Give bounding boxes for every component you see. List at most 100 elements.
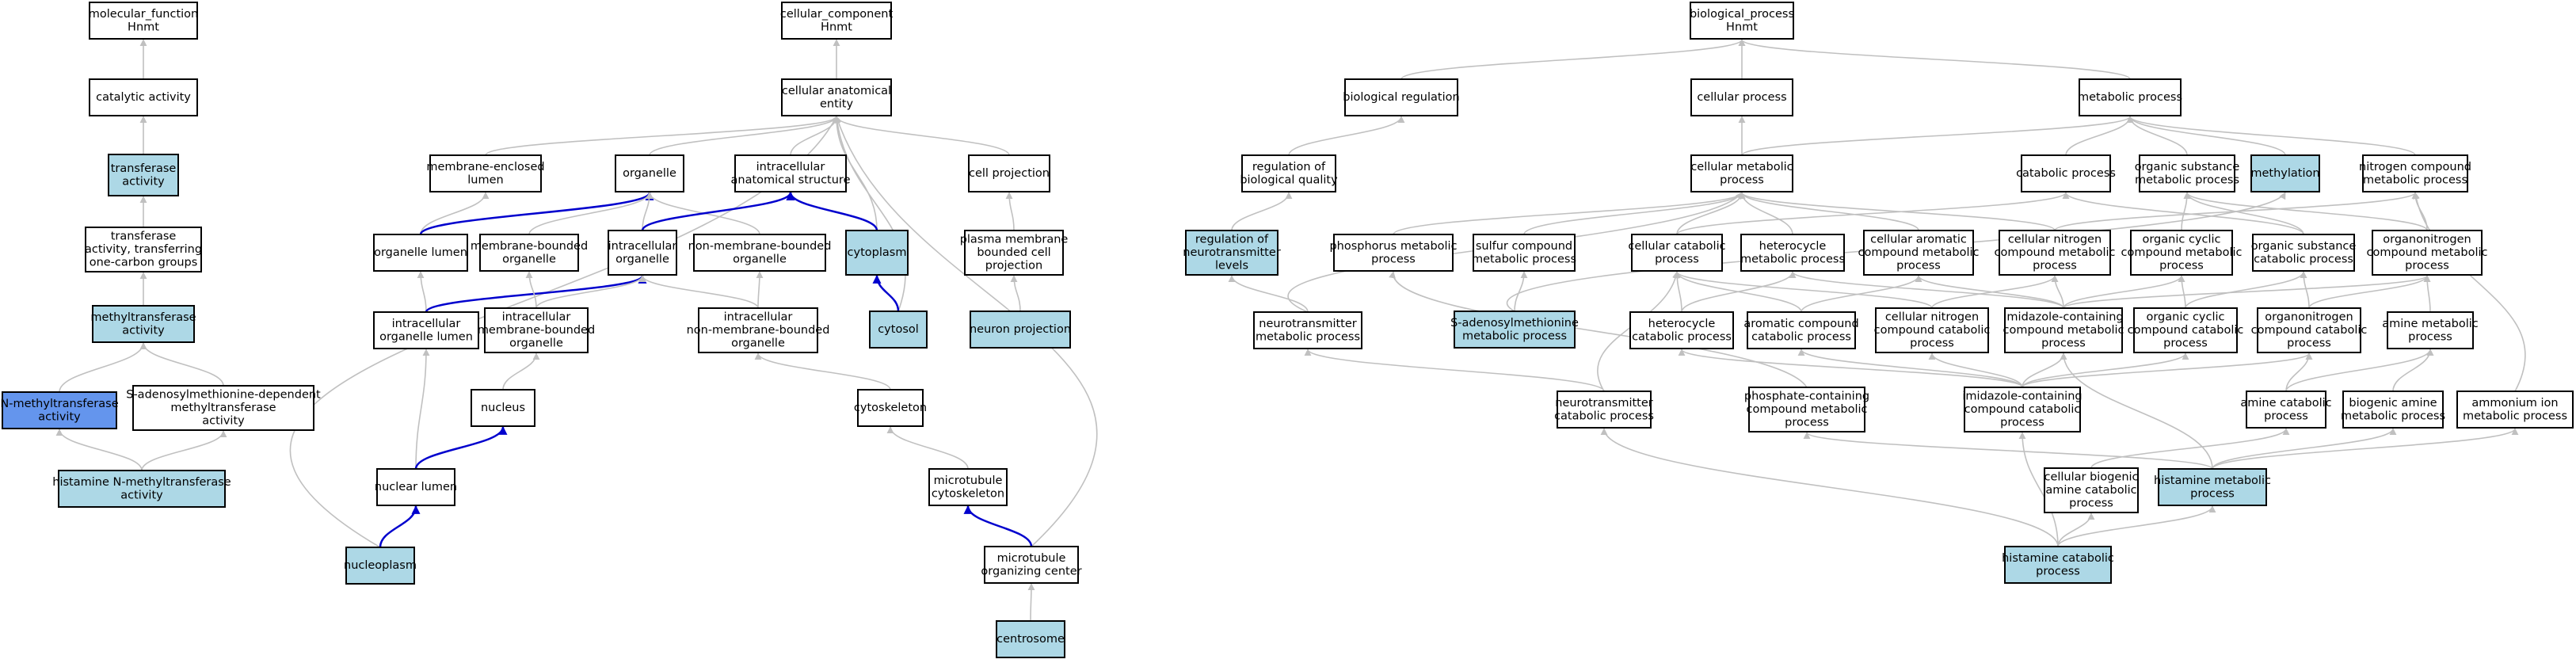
go-term-node-cproc[interactable]: cellular process [1690,78,1793,116]
go-term-node-org[interactable]: organelle [615,154,684,192]
node-label-line: sulfur compound [1476,240,1572,253]
edge-accp-to-ccp [1673,271,1802,313]
node-box [2139,154,2235,192]
edge-icmp-to-oncmp [2063,275,2431,309]
go-term-node-inmbo[interactable]: intracellularnon-membrane-boundedorganel… [687,307,830,353]
go-term-node-nucleus[interactable]: nucleus [471,389,535,427]
edge-ntmp-to-rnl [1228,275,1309,313]
node-box [1747,311,1856,349]
go-term-node-cat[interactable]: catalytic activity [89,78,198,116]
node-label-line: process [2408,330,2452,343]
node-label-line: metabolic process [2341,410,2445,422]
go-term-node-cytosol[interactable]: cytosol [869,311,928,349]
node-label-line: process [2036,565,2080,577]
go-term-node-nlumen[interactable]: nuclear lumen [375,468,457,506]
node-label-line: organelle lumen [379,330,473,343]
node-box [2021,154,2111,192]
node-label-line: catabolic process [2254,253,2353,265]
node-label-line: process [2405,260,2449,272]
edge-histcp-to-cbacp [2057,512,2095,547]
node-box [964,230,1064,276]
go-term-node-sam_mt[interactable]: S-adenosylmethionine-dependentmethyltran… [126,385,321,431]
go-term-node-meth[interactable]: methylation [2250,154,2320,192]
edge-cproj-to-cae [833,116,1010,156]
node-box [984,546,1079,584]
go-term-node-mproc[interactable]: metabolic process [2078,78,2182,116]
node-box [1690,154,1793,192]
node-label-line: compound metabolic [1747,403,1868,416]
edge-histmp-to-pcmp [1803,432,2213,470]
node-box [2133,307,2238,353]
go-term-node-breg[interactable]: biological regulation [1343,78,1460,116]
node-label-line: catabolic process [1554,410,1654,422]
edge-ntcp-to-ntmp [1304,349,1605,392]
node-box [471,389,535,427]
node-label-line: nucleoplasm [344,559,417,572]
go-term-node-catp[interactable]: catabolic process [2016,154,2116,192]
go-term-node-nucleo[interactable]: nucleoplasm [344,547,417,585]
node-box [1333,234,1454,272]
go-term-node-olumen[interactable]: organelle lumen [373,234,468,272]
node-box [2456,391,2574,429]
node-label-line: compound metabolic [1995,246,2116,259]
node-label-line: nitrogen compound [2359,161,2471,173]
go-term-node-cytosk[interactable]: cytoskeleton [854,389,927,427]
go-term-node-cproj[interactable]: cell projection [968,154,1050,192]
node-box [1631,234,1723,272]
go-term-node-nproj[interactable]: neuron projection [970,311,1071,349]
go-term-node-cyto[interactable]: cytoplasm [845,230,909,276]
go-term-node-centro[interactable]: centrosome [996,620,1065,658]
